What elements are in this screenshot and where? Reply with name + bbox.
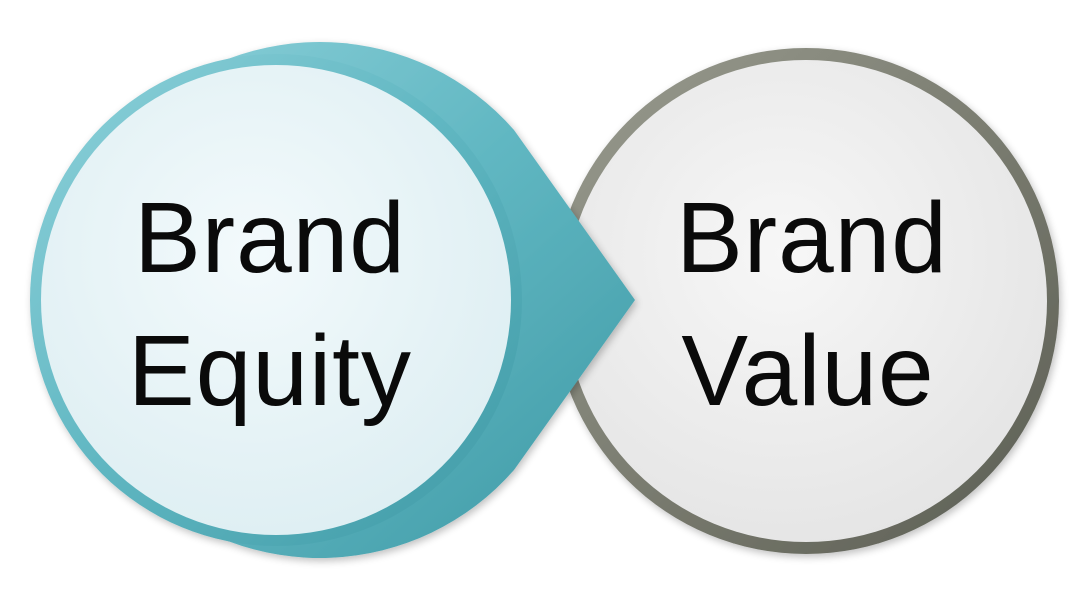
left-node <box>30 42 635 559</box>
right-node-fill <box>565 60 1047 542</box>
left-node-fill <box>41 65 511 535</box>
left-node-label-line1: Brand <box>134 182 406 294</box>
left-node-label-line2: Equity <box>128 315 412 427</box>
right-node <box>553 48 1059 554</box>
right-node-label-line1: Brand <box>676 182 948 294</box>
right-node-label-line2: Value <box>681 315 934 427</box>
